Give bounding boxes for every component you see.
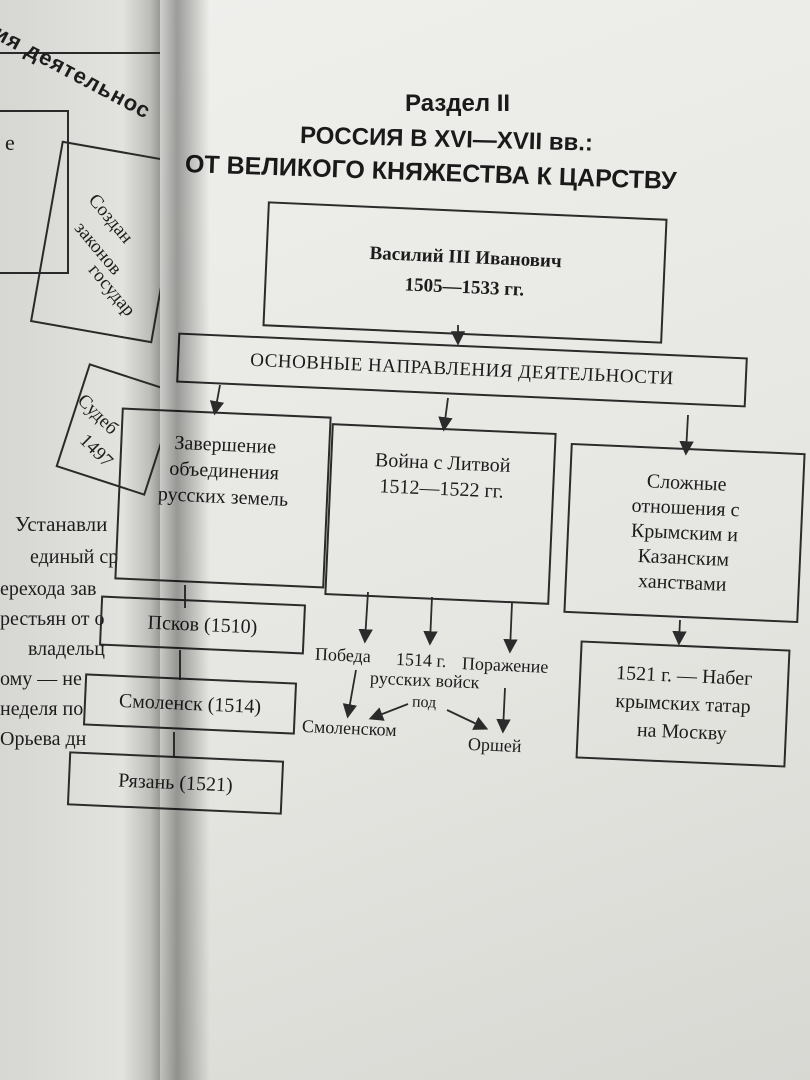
left-text-line-1: Устанавли — [15, 512, 108, 536]
directions-label: ОСНОВНЫЕ НАПРАВЛЕНИЯ ДЕЯТЕЛЬНОСТИ — [249, 349, 675, 390]
left-text-line-3: ерехода зав — [0, 578, 97, 600]
branch-khanates-line-1: Сложные — [646, 469, 727, 496]
branch-lithuania-box: Война с Литвой 1512—1522 гг. — [324, 423, 557, 605]
left-box-1 — [0, 110, 69, 274]
raid-line-3: на Москву — [636, 719, 728, 745]
left-page: ия деятельнос е Создан законов государ С… — [0, 0, 175, 1080]
right-page — [160, 0, 810, 1080]
smolensk-battle-label: Смоленском — [301, 715, 398, 741]
page-gutter — [150, 0, 210, 1080]
raid-line-2: крымских татар — [614, 690, 752, 718]
left-text-line-5: владельц — [28, 638, 105, 660]
orsha-battle-label: Оршей — [467, 733, 522, 757]
ruler-name: Василий III Иванович — [369, 242, 563, 272]
branch-khanates-line-5: ханствами — [637, 569, 727, 596]
branch-lithuania-line-2: 1512—1522 гг. — [379, 475, 505, 503]
branch-unification-box: Завершение объединения русских земель — [114, 407, 332, 589]
ruler-box: Василий III Иванович 1505—1533 гг. — [262, 201, 668, 344]
raid-box: 1521 г. — Набег крымских татар на Москву — [575, 640, 791, 768]
victory-label: Победа — [314, 643, 372, 667]
left-text-line-4: рестьян от о — [0, 608, 105, 630]
branch-khanates-box: Сложные отношения с Крымским и Казанским… — [563, 442, 806, 624]
left-header-box — [0, 0, 175, 54]
section-label: Раздел II — [405, 90, 511, 117]
left-text-line-2: единый ср — [30, 546, 119, 568]
left-box-1-fragment: е — [5, 130, 15, 155]
left-text-line-6: ому — не — [0, 668, 82, 690]
under-label: под — [411, 693, 437, 712]
left-text-line-7: неделя по — [0, 698, 84, 720]
left-text-line-8: Орьева дн — [0, 728, 87, 750]
ruler-years: 1505—1533 гг. — [404, 273, 525, 301]
